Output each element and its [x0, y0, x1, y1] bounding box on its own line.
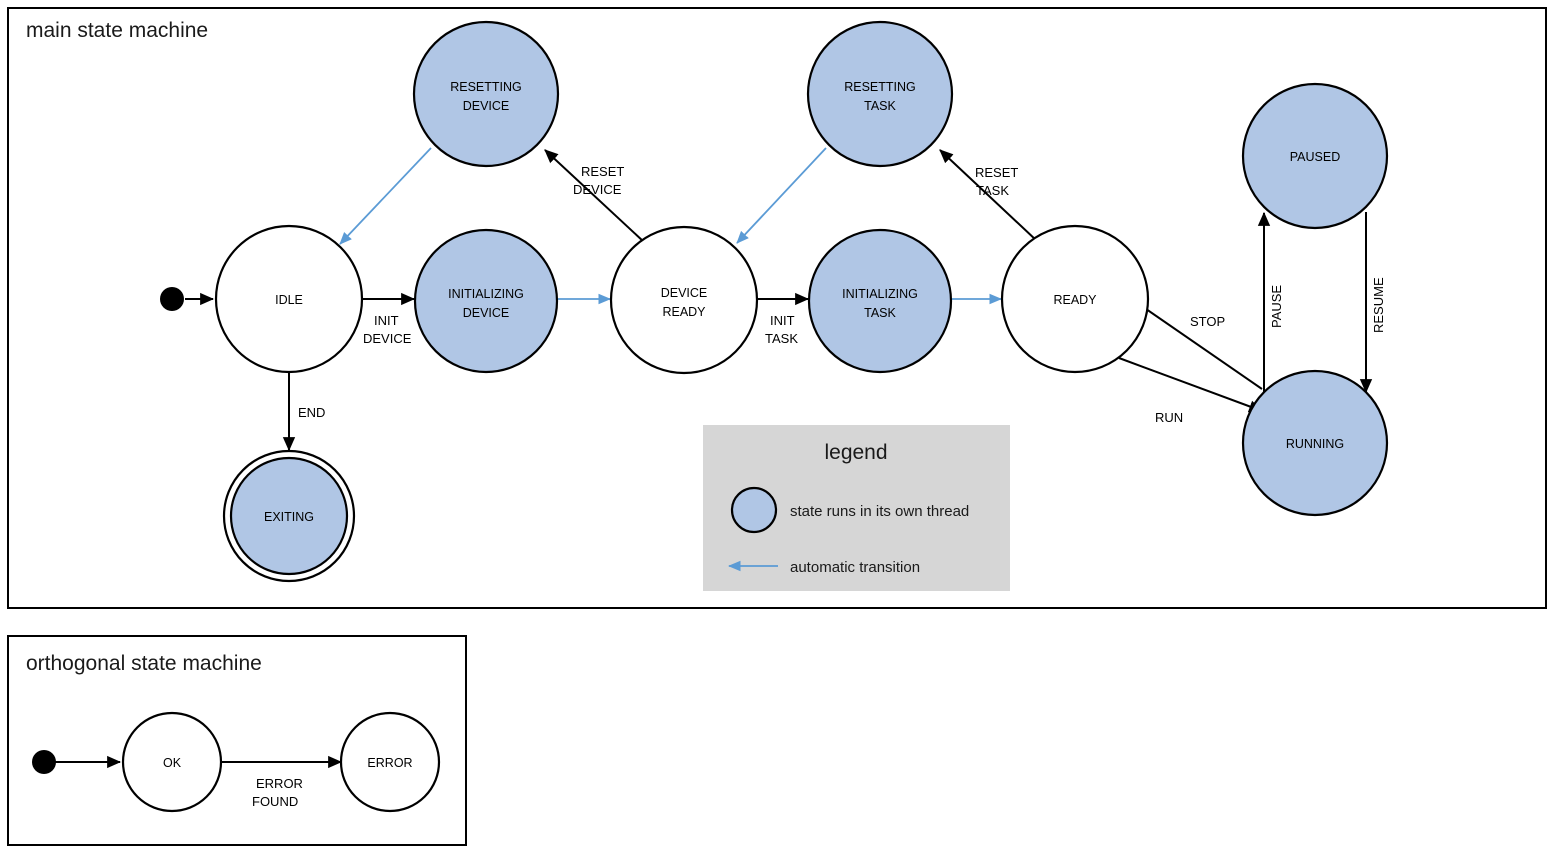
state-ok[interactable]: OK: [121, 711, 223, 813]
legend-item-auto-transition: automatic transition: [727, 559, 920, 576]
transition-paused-resume[interactable]: RESUME: [1359, 212, 1386, 394]
legend-title: legend: [824, 441, 887, 464]
transition-label-pause: PAUSE: [1269, 285, 1284, 328]
final-state-inner-disc: [229, 456, 349, 576]
orthogonal-frame-border: [7, 635, 467, 846]
transition-label-init-device-l1: INIT: [374, 313, 399, 328]
legend-thread-state-label: state runs in its own thread: [790, 503, 969, 520]
state-ready[interactable]: READY: [1000, 224, 1150, 374]
transition-label-resume: RESUME: [1371, 277, 1386, 333]
state-label-exiting: EXITING: [264, 510, 314, 524]
state-label-ok: OK: [163, 756, 182, 770]
state-label-idle: IDLE: [275, 293, 303, 307]
transition-label-reset-task-l1: RESET: [975, 165, 1018, 180]
legend-item-thread-state: state runs in its own thread: [730, 486, 969, 534]
state-resetting-task[interactable]: RESETTING TASK: [806, 20, 954, 168]
transition-label-init-device-l2: DEVICE: [363, 331, 412, 346]
transition-running-stop[interactable]: STOP: [1132, 299, 1263, 390]
initial-state-dot-main: [160, 287, 184, 311]
transition-device-ready-init-task[interactable]: INIT TASK: [757, 292, 810, 346]
state-exiting[interactable]: EXITING: [222, 449, 356, 583]
state-label-device-ready-l2: READY: [662, 305, 706, 319]
main-state-machine-frame: main state machine: [7, 7, 1547, 609]
legend-auto-transition-label: automatic transition: [790, 559, 920, 576]
state-label-initializing-task-l1: INITIALIZING: [842, 287, 918, 301]
state-label-resetting-task-l2: TASK: [864, 99, 896, 113]
state-device-ready[interactable]: DEVICE READY: [609, 225, 759, 375]
transition-label-reset-device-l1: RESET: [581, 164, 624, 179]
state-label-initializing-device-l1: INITIALIZING: [448, 287, 524, 301]
transition-label-reset-device-l2: DEVICE: [573, 182, 622, 197]
state-label-initializing-device-l2: DEVICE: [463, 306, 510, 320]
transition-idle-end[interactable]: END: [282, 373, 325, 452]
transition-ortho-ok-error[interactable]: ERROR FOUND: [222, 755, 343, 809]
state-resetting-device[interactable]: RESETTING DEVICE: [412, 20, 560, 168]
state-label-ready: READY: [1053, 293, 1097, 307]
transition-resetting-device-idle[interactable]: [339, 147, 432, 245]
transition-label-reset-task-l2: TASK: [976, 183, 1009, 198]
orthogonal-states: OK ERROR: [32, 711, 441, 813]
state-label-resetting-device-l1: RESETTING: [450, 80, 522, 94]
state-label-running: RUNNING: [1286, 437, 1344, 451]
transition-label-error-found-l2: FOUND: [252, 794, 298, 809]
transition-label-run: RUN: [1155, 410, 1183, 425]
transition-label-init-task-l1: INIT: [770, 313, 795, 328]
main-frame-title: main state machine: [26, 19, 208, 42]
state-error[interactable]: ERROR: [339, 711, 441, 813]
main-states: IDLE RESETTING DEVICE INITIALIZING DEVIC…: [160, 20, 1389, 583]
orthogonal-frame-title: orthogonal state machine: [26, 652, 262, 675]
transition-ready-run[interactable]: RUN: [1118, 357, 1264, 425]
state-label-resetting-device-l2: DEVICE: [463, 99, 510, 113]
transition-resetting-task-device-ready[interactable]: [736, 147, 827, 244]
main-transitions: INIT DEVICE RESET DEVICE END INIT TASK: [185, 147, 1386, 452]
state-initializing-device[interactable]: INITIALIZING DEVICE: [413, 228, 559, 374]
state-initializing-task[interactable]: INITIALIZING TASK: [807, 228, 953, 374]
initial-state-dot-orthogonal: [32, 750, 56, 774]
legend-thread-state-swatch: [730, 486, 778, 534]
transition-ready-reset-task[interactable]: RESET TASK: [939, 149, 1038, 242]
state-label-error: ERROR: [367, 756, 412, 770]
transition-label-stop: STOP: [1190, 314, 1225, 329]
state-label-resetting-task-l1: RESETTING: [844, 80, 916, 94]
transition-label-end: END: [298, 405, 325, 420]
state-label-device-ready-l1: DEVICE: [661, 286, 708, 300]
transition-idle-init-device[interactable]: INIT DEVICE: [362, 292, 416, 346]
state-label-paused: PAUSED: [1290, 150, 1340, 164]
orthogonal-transitions: ERROR FOUND: [55, 755, 343, 809]
state-label-initializing-task-l2: TASK: [864, 306, 896, 320]
state-paused[interactable]: PAUSED: [1241, 82, 1389, 230]
legend: legend state runs in its own thread auto…: [703, 425, 1010, 591]
transition-device-ready-reset-device[interactable]: RESET DEVICE: [544, 149, 645, 243]
transition-label-error-found-l1: ERROR: [256, 776, 303, 791]
state-idle[interactable]: IDLE: [214, 224, 364, 374]
state-running[interactable]: RUNNING: [1241, 369, 1389, 517]
orthogonal-state-machine-frame: orthogonal state machine ERROR FOUND OK …: [7, 635, 467, 846]
transition-running-pause[interactable]: PAUSE: [1257, 211, 1284, 404]
transition-label-init-task-l2: TASK: [765, 331, 798, 346]
main-frame-border: [7, 7, 1547, 609]
